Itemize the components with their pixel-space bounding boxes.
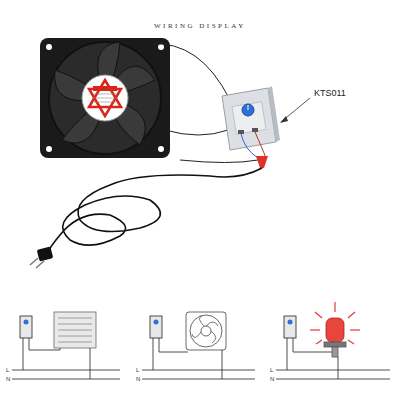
part-label: KTS011 <box>314 89 346 98</box>
heater-wiring <box>12 312 120 379</box>
diagram-title: WIRING DISPLAY <box>154 23 246 30</box>
fan-wiring <box>142 312 255 379</box>
line-label: L <box>270 367 273 373</box>
cooling-fan <box>40 38 170 158</box>
power-plug <box>30 246 53 268</box>
line-label: L <box>6 367 9 373</box>
neutral-label: N <box>6 376 10 382</box>
neutral-label: N <box>270 376 274 382</box>
line-label: L <box>136 367 139 373</box>
neutral-label: N <box>136 376 140 382</box>
light-wiring <box>276 316 390 379</box>
thermostat-kts011 <box>222 86 280 150</box>
